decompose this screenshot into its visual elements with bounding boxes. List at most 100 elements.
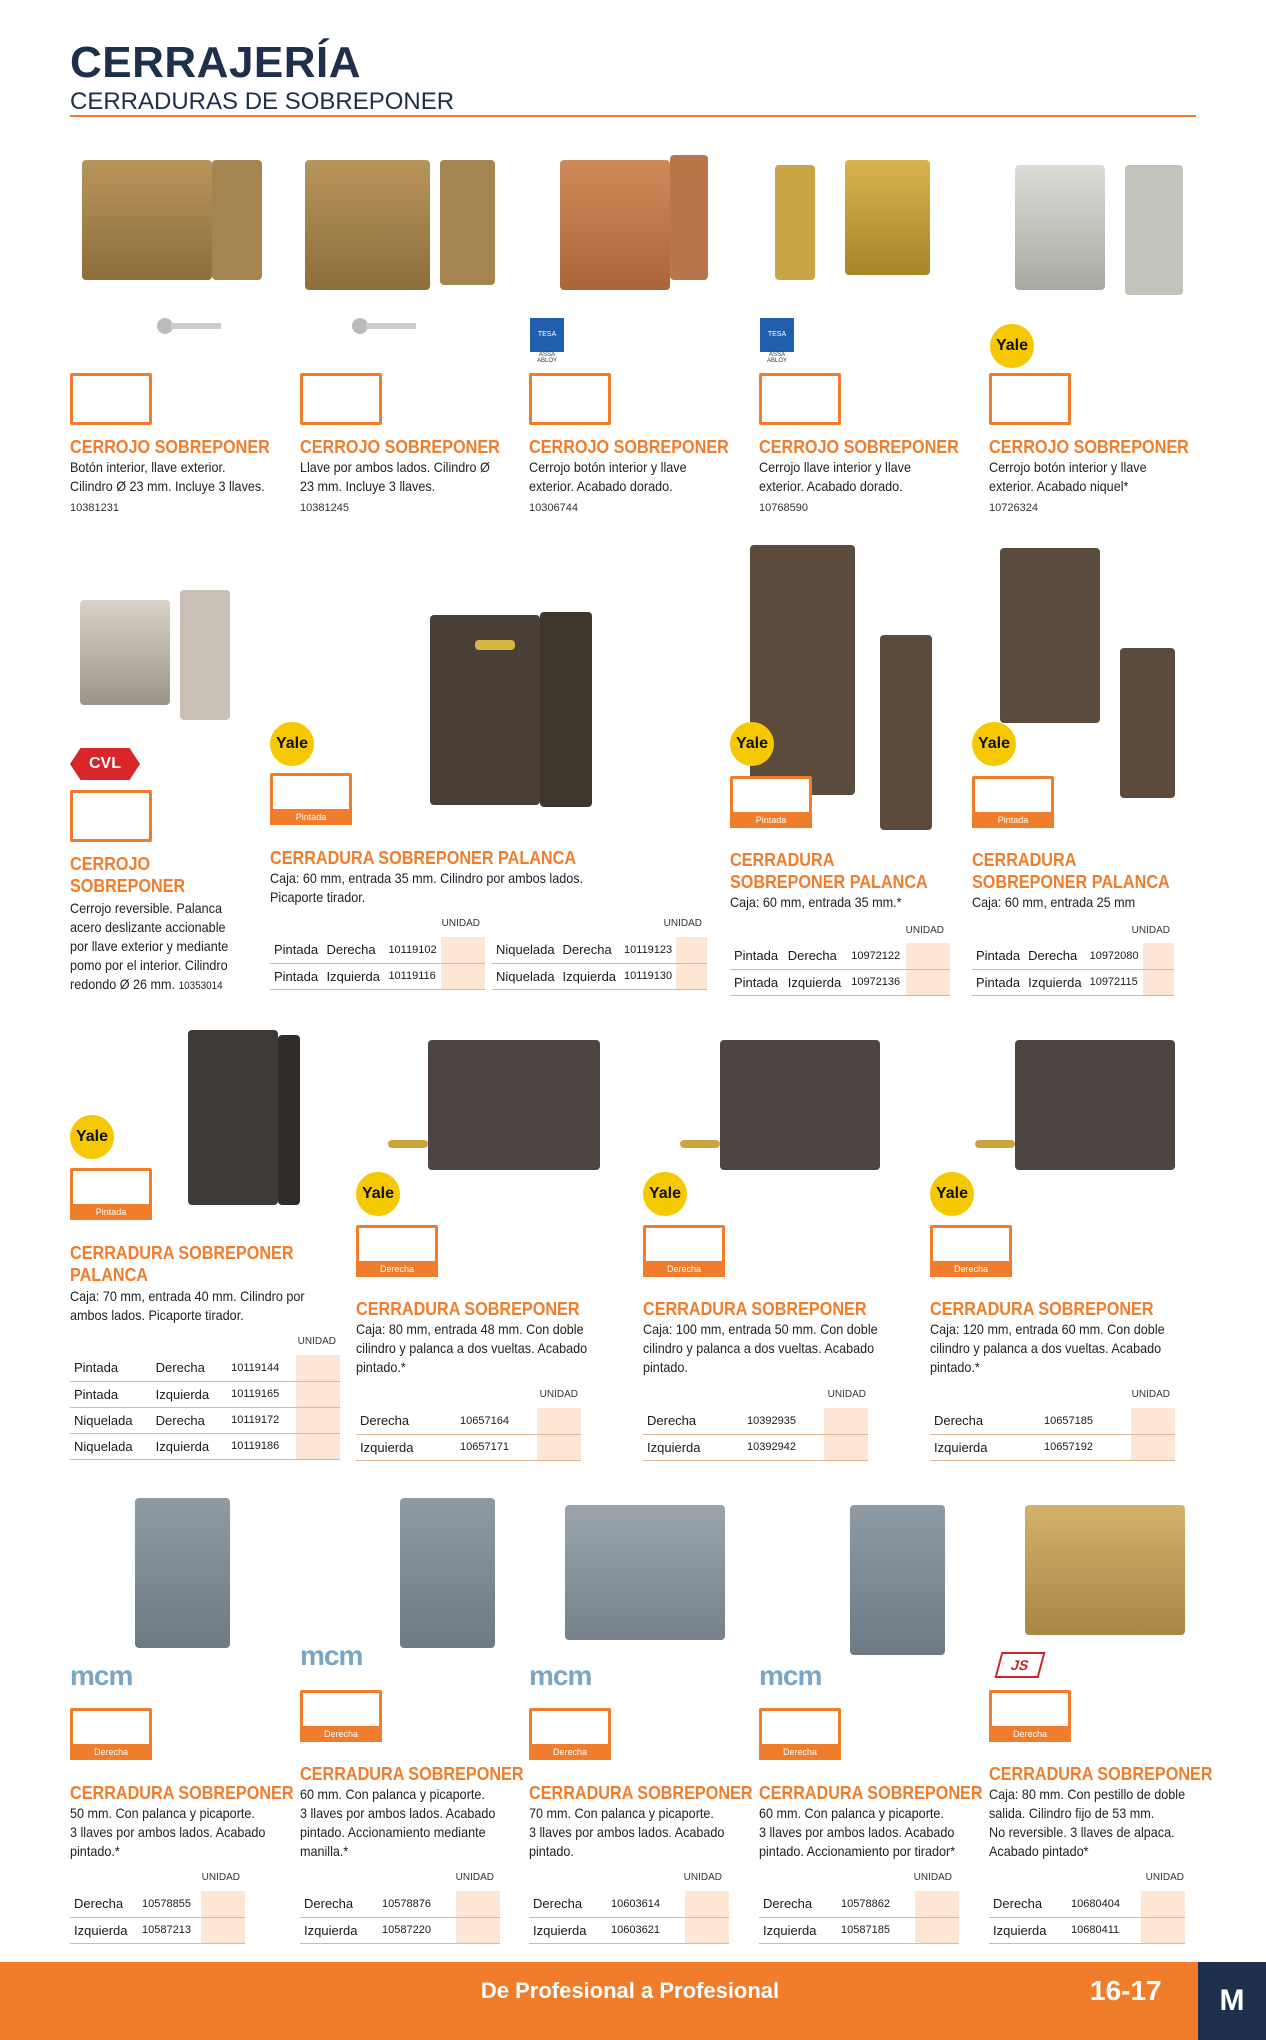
product-description: Caja: 60 mm, entrada 25 mm [972, 894, 1136, 910]
quantity-cell[interactable] [296, 1407, 340, 1434]
product-description: Botón interior, llave exterior.Cilindro … [70, 459, 265, 494]
quantity-cell[interactable] [201, 1891, 245, 1918]
quantity-cell[interactable] [456, 1917, 500, 1944]
quantity-cell[interactable] [296, 1433, 340, 1460]
quantity-cell[interactable] [915, 1917, 959, 1944]
page-subtitle: CERRADURAS DE SOBREPONER [70, 88, 455, 115]
price-box[interactable]: Derecha [989, 1690, 1071, 1742]
price-box[interactable]: Derecha [930, 1225, 1012, 1277]
price-box[interactable] [70, 373, 152, 425]
price-box[interactable] [989, 373, 1071, 425]
yale-logo: Yale [356, 1172, 400, 1216]
yale-logo: Yale [730, 722, 774, 766]
quantity-cell[interactable] [1131, 1408, 1175, 1435]
product-title: CERRADURA SOBREPONER [643, 1299, 867, 1319]
price-box[interactable]: Derecha [356, 1225, 438, 1277]
mcm-logo: mcm [759, 1660, 822, 1691]
product-image [540, 612, 592, 807]
quantity-cell[interactable] [824, 1408, 868, 1435]
product-image [278, 1035, 300, 1205]
price-box[interactable]: Pintada [972, 776, 1054, 828]
quantity-cell[interactable] [1142, 969, 1174, 996]
product-title: CERRADURA SOBREPONER [529, 1783, 753, 1803]
header-divider [70, 115, 1196, 117]
product-code: 10768590 [759, 502, 808, 514]
product-image [440, 160, 495, 285]
price-box[interactable]: Derecha [529, 1708, 611, 1760]
unidad-label: UNIDAD [441, 918, 480, 929]
product-code: 10353014 [178, 980, 223, 992]
price-box[interactable] [300, 373, 382, 425]
quantity-cell[interactable] [1142, 943, 1174, 970]
price-box[interactable] [759, 373, 841, 425]
product-image [975, 1140, 1015, 1148]
quantity-cell[interactable] [676, 937, 707, 964]
quantity-cell[interactable] [441, 963, 485, 990]
yale-logo: Yale [990, 324, 1034, 368]
quantity-cell[interactable] [296, 1355, 340, 1382]
quantity-cell[interactable] [201, 1917, 245, 1944]
unidad-label: UNIDAD [455, 1872, 494, 1883]
quantity-cell[interactable] [537, 1408, 581, 1435]
unidad-label: UNIDAD [1131, 925, 1170, 936]
product-image [1125, 165, 1183, 295]
product-title: CERRADURA SOBREPONER PALANCA [270, 848, 577, 868]
quantity-cell[interactable] [1141, 1891, 1185, 1918]
product-code: 10306744 [529, 502, 578, 514]
footer-slogan: De Profesional a Profesional [480, 1978, 780, 2003]
product-description: Caja: 60 mm, entrada 35 mm.* [730, 894, 902, 910]
quantity-cell[interactable] [537, 1434, 581, 1461]
quantity-cell[interactable] [906, 943, 950, 970]
quantity-cell[interactable] [685, 1891, 729, 1918]
quantity-cell[interactable] [456, 1891, 500, 1918]
price-box[interactable]: Pintada [270, 773, 352, 825]
product-description: 60 mm. Con palanca y picaporte.3 llaves … [300, 1786, 496, 1859]
product-image [388, 1140, 428, 1148]
price-box[interactable]: Derecha [70, 1708, 152, 1760]
price-box[interactable] [529, 373, 611, 425]
price-box[interactable] [70, 790, 152, 842]
price-box[interactable]: Pintada [730, 776, 812, 828]
price-box[interactable]: Derecha [759, 1708, 841, 1760]
product-title: CERRADURA SOBREPONER [356, 1299, 580, 1319]
quantity-cell[interactable] [915, 1891, 959, 1918]
quantity-cell[interactable] [676, 963, 707, 990]
quantity-cell[interactable] [824, 1434, 868, 1461]
quantity-cell[interactable] [1131, 1434, 1175, 1461]
product-title: CERROJO SOBREPONER [759, 437, 959, 457]
product-code: 10381231 [70, 502, 119, 514]
quantity-cell[interactable] [1141, 1917, 1185, 1944]
product-image [1025, 1505, 1185, 1635]
quantity-cell[interactable] [296, 1381, 340, 1408]
price-box[interactable]: Derecha [643, 1225, 725, 1277]
quantity-cell[interactable] [441, 937, 485, 964]
price-box[interactable]: Pintada [70, 1168, 152, 1220]
price-box[interactable]: Derecha [300, 1690, 382, 1742]
quantity-cell[interactable] [685, 1917, 729, 1944]
quantity-cell[interactable] [906, 969, 950, 996]
product-title: CERRADURA SOBREPONER [989, 1764, 1213, 1784]
yale-logo: Yale [70, 1115, 114, 1159]
